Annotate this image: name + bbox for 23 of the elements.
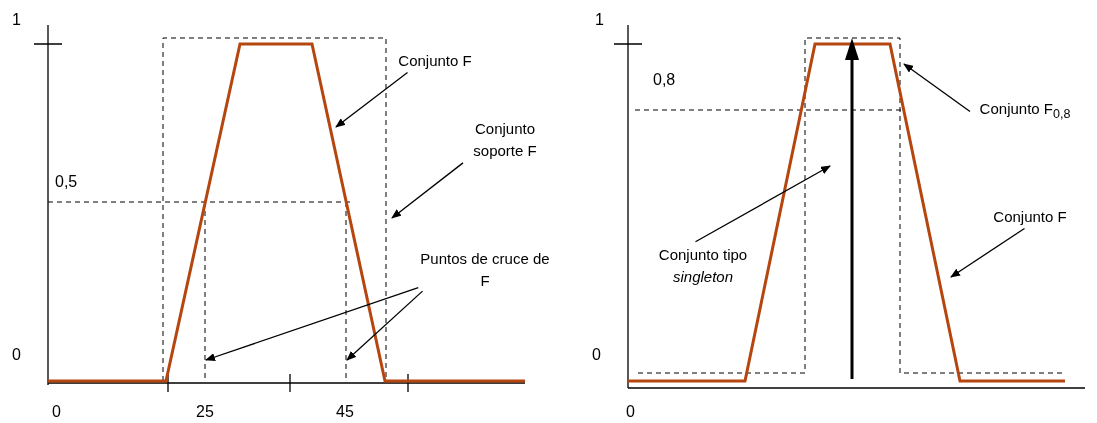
axis-value-label: 1 <box>12 10 21 30</box>
axis-value-label: 0,8 <box>653 70 676 90</box>
callout-text: Conjunto soporte F <box>455 118 555 162</box>
callout-text: Conjunto tipo singleton <box>628 244 778 288</box>
leader-arrow <box>205 286 419 361</box>
axis-value-label: 0 <box>592 345 601 365</box>
axis-value-label: 25 <box>196 402 214 422</box>
leader-arrow <box>346 290 424 361</box>
axis-value-label: 1 <box>595 10 604 30</box>
callout-text: Puntos de cruce de F <box>414 248 556 292</box>
axis-value-label: 0 <box>52 402 61 422</box>
callout-text: Conjunto F <box>975 206 1085 228</box>
leader-arrow <box>694 165 831 243</box>
axis-value-label: 0 <box>12 345 21 365</box>
callout-text: Conjunto F$_{0,8}$ <box>970 98 1080 125</box>
axis-value-label: 0 <box>626 402 635 422</box>
leader-arrow <box>903 63 971 113</box>
axis-value-label: 45 <box>336 402 354 422</box>
axis-value-label: 0,5 <box>55 172 78 192</box>
callout-text: Conjunto F <box>380 50 490 72</box>
leader-arrow <box>391 162 464 219</box>
leader-arrow <box>335 71 409 128</box>
leader-arrow <box>950 227 1026 278</box>
